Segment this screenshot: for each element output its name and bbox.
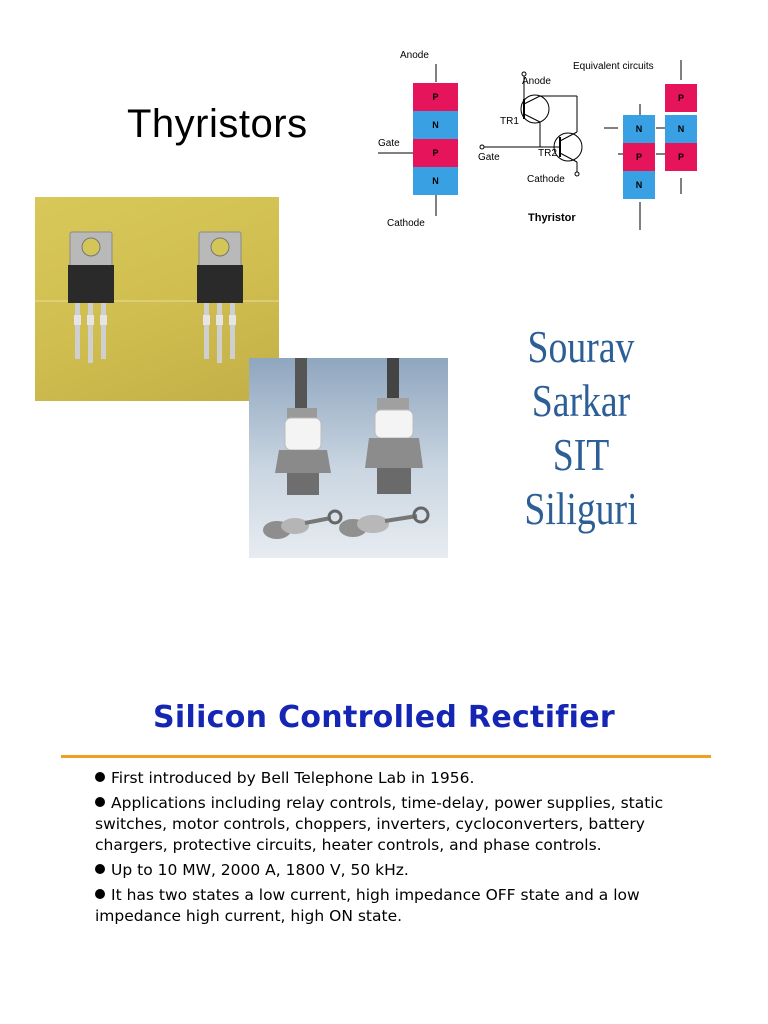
to220-thyristor-photo	[35, 197, 279, 401]
eq-left-n1: N	[623, 115, 655, 143]
bullet-list: First introduced by Bell Telephone Lab i…	[95, 768, 715, 931]
thyristor-label: Thyristor	[528, 212, 576, 224]
eq-right-p2: P	[665, 143, 697, 171]
bullet-item: It has two states a low current, high im…	[95, 886, 640, 925]
cathode-label: Cathode	[387, 218, 425, 229]
bullet-item: First introduced by Bell Telephone Lab i…	[95, 768, 715, 789]
bullet-dot-icon	[95, 772, 105, 782]
tr1-label: TR1	[500, 116, 519, 127]
slide-heading: Silicon Controlled Rectifier	[153, 700, 615, 735]
tr2-label: TR2	[538, 148, 557, 159]
tr-cathode-label: Cathode	[527, 174, 565, 185]
author-block: Sourav Sarkar SIT Siliguri	[478, 320, 685, 536]
tr-anode-label: Anode	[522, 76, 551, 87]
bullet-item: Applications including relay controls, t…	[95, 794, 664, 854]
author-name: Sourav Sarkar	[527, 321, 635, 426]
layer-p1: P	[413, 83, 458, 111]
thyristor-diagram: Anode Gate Cathode P N P N Equivalent ci…	[372, 44, 702, 234]
author-org: SIT	[552, 429, 610, 480]
equivalent-circuits-label: Equivalent circuits	[573, 61, 654, 72]
author-city: Siliguri	[524, 483, 638, 534]
page-title: Thyristors	[127, 102, 308, 146]
anode-label: Anode	[400, 50, 429, 61]
gate-label: Gate	[378, 138, 400, 149]
bullet-dot-icon	[95, 864, 105, 874]
layer-p2: P	[413, 139, 458, 167]
eq-right-n: N	[665, 115, 697, 143]
bullet-item: Up to 10 MW, 2000 A, 1800 V, 50 kHz.	[95, 860, 715, 881]
layer-n2: N	[413, 167, 458, 195]
eq-right-p1: P	[665, 84, 697, 112]
heading-divider	[61, 755, 711, 758]
tr-gate-label: Gate	[478, 152, 500, 163]
bullet-dot-icon	[95, 797, 105, 807]
layer-n1: N	[413, 111, 458, 139]
stud-thyristor-photo	[249, 358, 448, 558]
bullet-dot-icon	[95, 889, 105, 899]
eq-left-n2: N	[623, 171, 655, 199]
eq-left-p: P	[623, 143, 655, 171]
